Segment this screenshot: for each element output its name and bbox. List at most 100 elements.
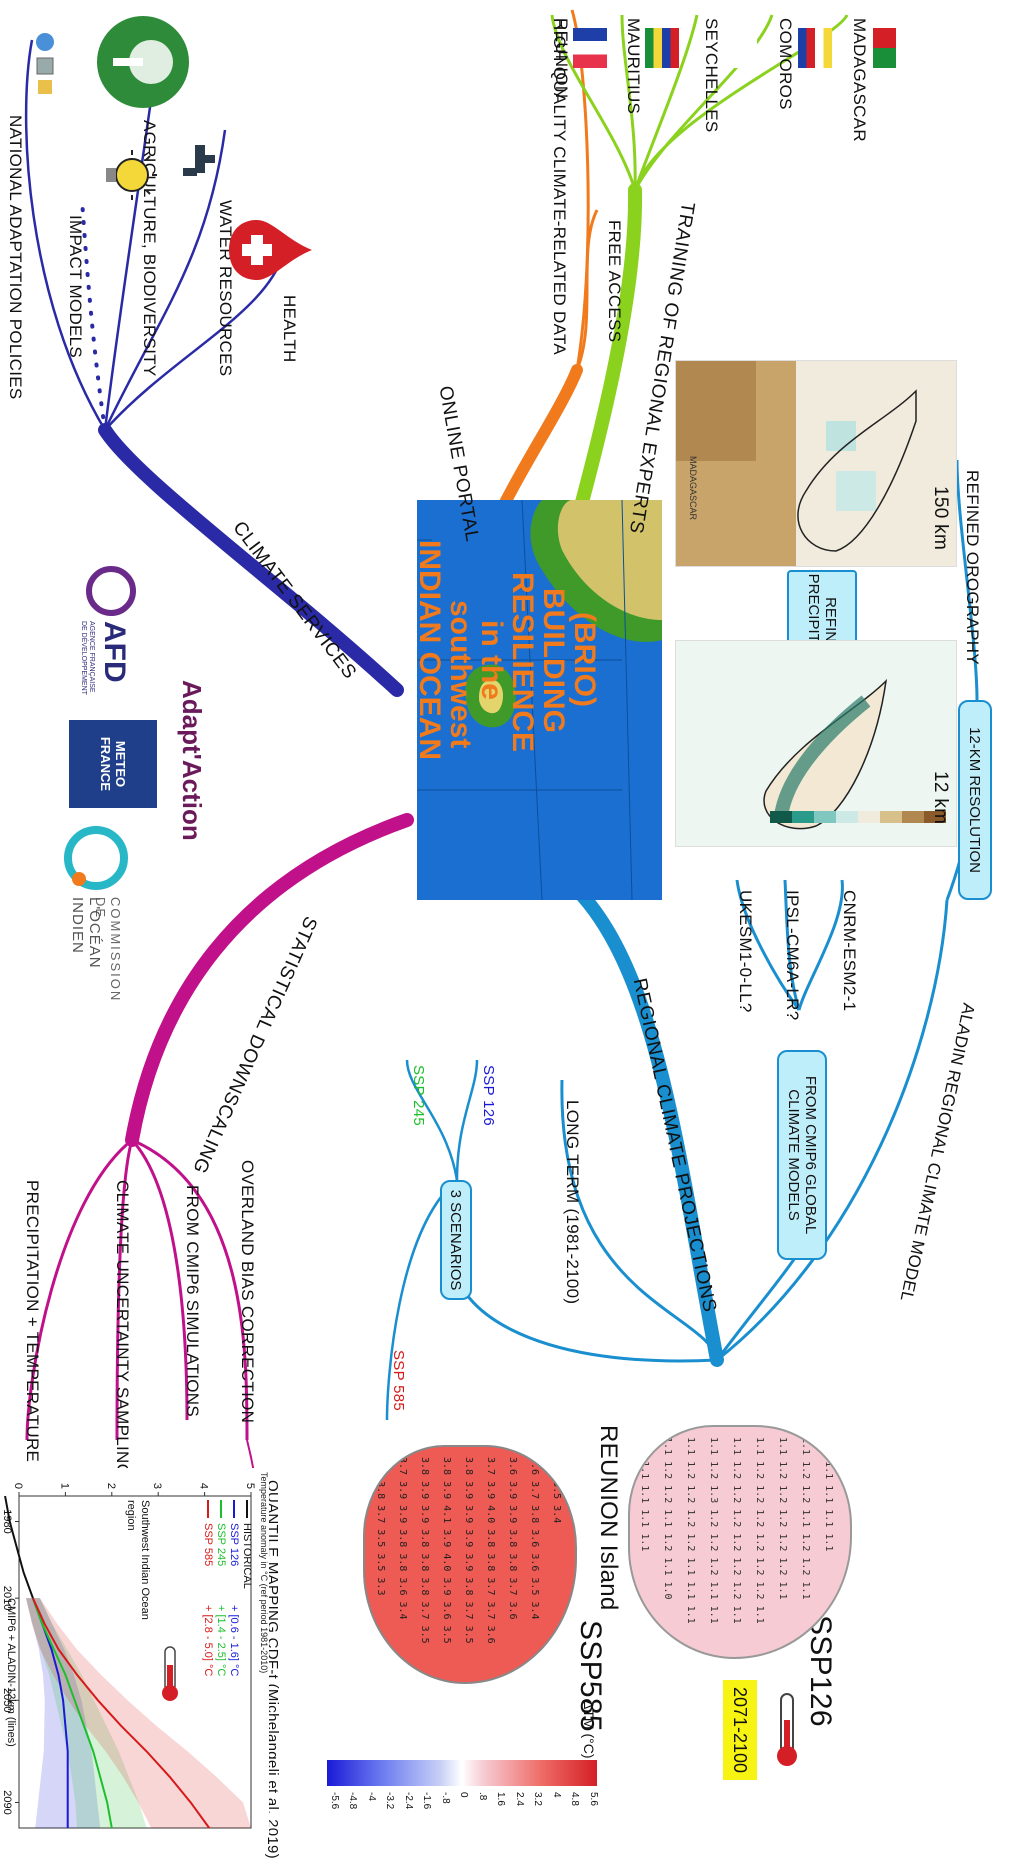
colorbar-tick: 0 [458, 1792, 470, 1798]
colorbar-tick: -2.4 [403, 1792, 414, 1810]
x-tick-label: 2010 [1, 1586, 13, 1610]
label-cmip6-simulations: FROM CMIP6 SIMULATIONS [183, 1185, 202, 1418]
y-tick-label: 1 [58, 1483, 70, 1489]
map-12km-drawing [676, 641, 956, 846]
legend-range: + [1.4 - 2.5] °C [215, 1605, 227, 1677]
period-badge: 2071-2100 [723, 1680, 757, 1780]
label-gcm-2: IPSL-CM6A-LR? [783, 890, 802, 1021]
leaf-long-term [560, 1079, 719, 1361]
tree-logo-icon [97, 16, 189, 108]
flag-madagascar-icon [873, 28, 907, 68]
colorbar-tick: -.8 [440, 1792, 451, 1804]
leaf-reunion [550, 14, 637, 191]
legend-name: SSP 245 [215, 1523, 227, 1567]
meteo-line-1: METEO [113, 740, 128, 788]
y-tick-label: 3 [151, 1483, 163, 1489]
afd-name: AFD [98, 621, 131, 683]
temperature-colorbar [327, 1760, 597, 1786]
colorbar-tick: -3.2 [384, 1792, 396, 1810]
central-map [417, 500, 662, 900]
flag-seychelles-icon [723, 28, 757, 68]
label-uncertainty: CLIMATE UNCERTAINTY SAMPLING [113, 1180, 132, 1478]
legend-name: HISTORICAL [241, 1523, 253, 1589]
colorbar-tick: 5.6 [588, 1792, 599, 1806]
label-long-term: LONG TERM (1981-2100) [563, 1100, 582, 1305]
leaf-comoros [633, 14, 774, 191]
label-national-adaptation: NATIONAL ADAPTATION POLICIES [6, 115, 25, 400]
label-free-access: FREE ACCESS [605, 220, 624, 343]
label-gcm-3: UKESM1-0-LL? [736, 890, 755, 1013]
timeseries-footer: CMIP6 + ALADIN-12km (lines) [5, 1598, 17, 1747]
legend-range: + [2.8 - 5.0] °C [202, 1605, 214, 1677]
central-node: (BRIO) BUILDING RESILIENCE in the southw… [417, 500, 662, 900]
y-tick-label: 4 [198, 1483, 210, 1489]
series-line-ssp-126 [31, 1597, 69, 1828]
leaf-aladin [716, 899, 949, 1362]
map-12km: 12 km [675, 640, 957, 847]
label-reunion: REUNION [552, 18, 571, 99]
label-ssp126: SSP 126 [480, 1065, 497, 1127]
timeseries-title: Temperature anomaly in °C (ref period 19… [259, 1472, 269, 1674]
flag-reunion-icon [573, 28, 607, 68]
flag-comoros-icon [798, 28, 832, 68]
legend-swatch [206, 1500, 209, 1518]
colorbar-tick: .8 [477, 1792, 488, 1801]
reunion-island-label: REUNION Island [595, 1425, 622, 1611]
faucet-icon [183, 145, 215, 176]
colorbar-tick: -5.6 [329, 1792, 340, 1810]
series-line-ssp-245 [31, 1597, 113, 1829]
afd-swirl-icon [86, 566, 136, 616]
legend-name: SSP 585 [202, 1523, 214, 1567]
label-impact-models: IMPACT MODELS [66, 215, 85, 359]
label-mauritius: MAURITIUS [624, 18, 643, 115]
legend-entry: SSP 126 + [0.6 - 1.6] °C [227, 1500, 240, 1676]
x-tick-label: 1980 [1, 1509, 13, 1533]
health-drop-icon [229, 220, 312, 280]
coi-wave-icon [64, 826, 128, 890]
afd-subtitle: AGENCE FRANÇAISE DE DÉVELOPPEMENT [80, 621, 95, 695]
coi-line-2: L'OCÉAN INDIEN [69, 897, 103, 969]
label-madagascar: MADAGASCAR [850, 18, 869, 142]
label-health: HEALTH [280, 295, 299, 363]
leaf-scenarios [455, 1269, 718, 1363]
label-comoros: COMOROS [776, 18, 795, 110]
leaf-bias [131, 1138, 249, 1441]
colorbar-tick: -4.8 [347, 1792, 359, 1810]
colorbar-tick: 2.4 [514, 1792, 525, 1806]
legend-range: + [0.6 - 1.6] °C [228, 1605, 240, 1677]
leaf-ssp126 [455, 1059, 479, 1181]
leaf-ssp585 [385, 1179, 458, 1421]
leaf-ssp245 [405, 1059, 459, 1181]
leaf-precip-temp [25, 1138, 133, 1441]
resolution-box: 12-KM RESOLUTION [958, 700, 992, 900]
legend-name: SSP 126 [228, 1523, 240, 1567]
thermometer-icon-chart [162, 1646, 178, 1701]
central-title: (BRIO) BUILDING RESILIENCE in the southw… [417, 540, 601, 761]
colorbar-title: ΔTM (°C) [581, 1700, 597, 1759]
flag-mauritius-icon [645, 28, 679, 68]
colorbar-tick: -4 [366, 1792, 377, 1801]
legend-swatch [245, 1500, 248, 1518]
leaf-water [103, 129, 227, 431]
leaf-gcm-models [735, 879, 844, 1011]
label-madagascar-map: MADAGASCAR [688, 456, 698, 521]
envelope-ssp-126 [25, 1598, 101, 1828]
thermometer-icon-top [777, 1693, 797, 1766]
leaf-orography [955, 459, 979, 701]
map-150km: 150 km MADAGASCAR [675, 360, 957, 567]
afd-logo: AFD AGENCE FRANÇAISE DE DÉVELOPPEMENT [67, 565, 147, 695]
label-150km: 150 km [930, 486, 951, 551]
legend-entry: HISTORICAL [240, 1500, 253, 1676]
label-gcm-1: CNRM-ESM2-1 [840, 890, 859, 1012]
plot-frame [18, 1495, 252, 1829]
leaf-cmip6-sims [130, 1138, 189, 1421]
label-ssp245: SSP 245 [410, 1065, 427, 1127]
scenarios-box: 3 SCENARIOS [440, 1180, 472, 1300]
y-tick-label: 5 [244, 1483, 256, 1489]
meteo-line-2: FRANCE [98, 736, 113, 792]
